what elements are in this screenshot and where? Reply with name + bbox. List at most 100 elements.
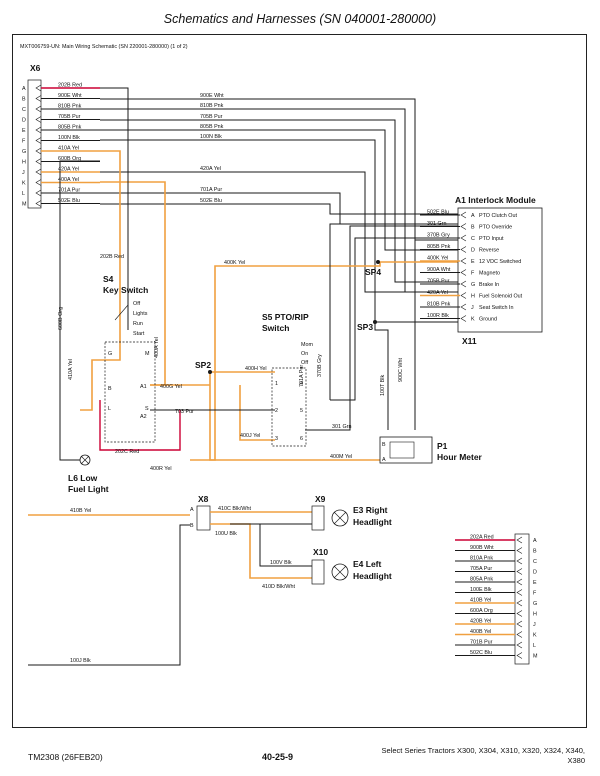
a1-wire-label-H: 420A Yel [427, 290, 448, 296]
s4-wire-s: 703 Pur [175, 409, 194, 415]
x6-pin-L: L [22, 191, 25, 197]
a1-wire-label-B: 301 Grn [427, 221, 446, 227]
p1-wire-blk: 100T Blk [380, 375, 386, 396]
x6b-pin-F: F [533, 591, 537, 597]
x6b-wire-label-F: 100E Blk [470, 587, 492, 593]
x9-body [311, 505, 325, 531]
e3-title: Headlight [353, 517, 392, 527]
sp3-dot [373, 320, 377, 324]
a1-function-D: Reverse [479, 248, 499, 254]
wire-400k-label: 400K Yel [224, 260, 245, 266]
x6b-pin-chevron-icon [516, 631, 523, 638]
wire-705b [100, 119, 460, 283]
x6b-wire-label-E: 805A Pnk [470, 577, 493, 583]
x6-pin-chevron-icon [35, 126, 42, 134]
a1-function-J: Seat Switch In [479, 305, 513, 311]
p1-title: Hour Meter [437, 452, 483, 462]
a1-pin-C: C [471, 236, 475, 242]
bus-label-0: 900E Wht [200, 93, 224, 99]
p1-wire-wht: 900C Wht [398, 358, 404, 382]
x6-wire-label-J: 420A Yel [58, 167, 79, 173]
a1-pin-chevron-icon [460, 211, 467, 219]
wire-400m [209, 372, 380, 461]
x6b-pin-chevron-icon [516, 599, 523, 607]
e4-title: Headlight [353, 571, 392, 581]
wire-202c [99, 400, 181, 451]
a1-function-B: PTO Override [479, 225, 512, 231]
x8-wire-j: 100J Blk [70, 658, 91, 664]
a1-function-F: Magneto [479, 271, 500, 277]
x6-wire-label-A: 202B Red [58, 83, 82, 89]
p1-wire-m: 400M Yel [330, 454, 352, 460]
a1-pin-G: G [471, 282, 475, 288]
s4-pos-0: Off [133, 301, 141, 307]
s5-pto-switch: S5 PTO/RIP Switch Mom On Off 1 2 3 4 5 6… [240, 312, 351, 447]
x6b-pin-chevron-icon [516, 610, 523, 617]
s5-wire-j: 400J Yel [240, 433, 260, 439]
s5-wire-301: 301 Grn [332, 424, 351, 430]
s4-lever [114, 304, 129, 321]
x6-wire-label-G: 410A Yel [58, 146, 79, 152]
page-header-title: Schematics and Harnesses (SN 040001-2800… [163, 12, 437, 26]
x6b-body [514, 533, 530, 665]
x6b-pin-chevron-icon [516, 557, 523, 565]
a1-pin-F: F [471, 271, 475, 277]
x6b-wire-label-C: 810A Pnk [470, 556, 493, 562]
wire-100j [28, 524, 190, 666]
lower-section: 410B Yel 100J Blk X8 A B 410C Blk/Wht 10… [28, 494, 392, 666]
sp2-dot [208, 370, 212, 374]
x6-pin-G: G [22, 149, 26, 155]
s4-label: S4 [103, 274, 114, 284]
wire-410a [80, 150, 121, 411]
x8-pin-b: B [190, 523, 194, 529]
x8-label: X8 [198, 494, 209, 504]
s4-pos-3: Start [133, 331, 145, 337]
x6b-pin-D: D [533, 570, 537, 576]
x6b-pin-chevron-icon [516, 536, 523, 544]
s5-term-2: 2 [275, 408, 278, 414]
x6b-pin-C: C [533, 559, 537, 565]
wire-410a-label: 410A Yel [68, 359, 74, 380]
a1-body [457, 207, 543, 333]
s5-term-5: 5 [300, 408, 303, 414]
x6-pin-D: D [22, 118, 26, 124]
s5-pos-0: Mom [301, 342, 313, 348]
x6-pin-chevron-icon [35, 116, 42, 123]
diagram-caption: MXT006759-UN: Main Wiring Schematic (SN … [20, 44, 188, 50]
x6-body [27, 79, 42, 209]
wire-370b [330, 237, 460, 401]
s4-title: Key Switch [103, 285, 148, 295]
x6-wire-label-D: 705B Pur [58, 114, 81, 120]
l6-low-fuel-light: L6 Low Fuel Light [68, 454, 109, 494]
x10-wire-d: 410D Blk/Wht [262, 584, 295, 590]
p1-term-b: B [382, 442, 386, 448]
wire-810b [100, 108, 460, 293]
s4-term-a1: A1 [140, 384, 147, 390]
sp2-label: SP2 [195, 360, 211, 370]
s5-pos-1: On [301, 351, 308, 357]
x6b-pin-chevron-icon [516, 568, 523, 575]
a1-pin-D: D [471, 248, 475, 254]
x6b-pin-J: J [533, 622, 536, 628]
x6b-wire-label-M: 502C Blu [470, 650, 492, 656]
a1-function-K: Ground [479, 317, 497, 323]
x6-pin-chevron-icon [35, 179, 42, 186]
a1-pin-chevron-icon [460, 246, 467, 253]
bus-label-3: 805B Pnk [200, 124, 224, 130]
a1-pin-chevron-icon [460, 303, 467, 311]
wire-600b [59, 160, 100, 461]
bus-label-6: 701A Pur [200, 187, 222, 193]
x6-pin-B: B [22, 97, 26, 103]
s4-term-b: B [108, 386, 112, 392]
a1-wire-label-A: 502E Blu [427, 210, 449, 216]
a1-wire-label-G: 705B Pur [427, 279, 450, 285]
x6b-pin-chevron-icon [516, 578, 523, 586]
e4-label: E4 Left [353, 559, 382, 569]
a1-pin-chevron-icon [460, 234, 467, 242]
bus-wires [59, 87, 460, 461]
a1-function-E: 12 VDC Switched [479, 259, 521, 265]
x6-pin-A: A [22, 86, 26, 92]
s4-wire-a1: 400G Yel [160, 384, 182, 390]
